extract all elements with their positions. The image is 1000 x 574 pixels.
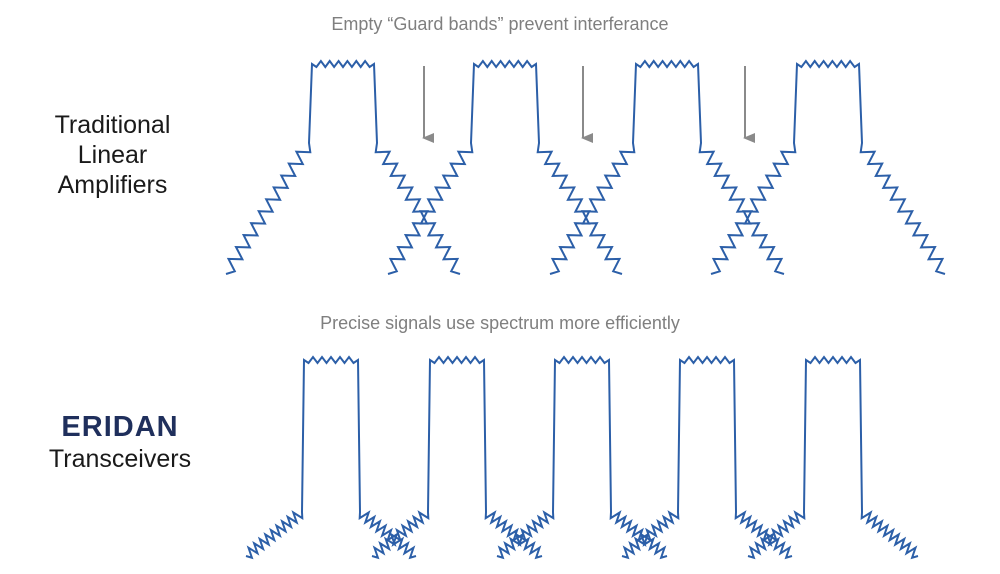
eridan-signals <box>245 355 919 560</box>
label-line-3: Amplifiers <box>57 171 168 199</box>
bottom-caption: Precise signals use spectrum more effici… <box>320 313 680 333</box>
eridan-logo: ERIDAN <box>30 410 210 444</box>
traditional-amplifiers-label: Traditional Linear Amplifiers <box>30 110 195 200</box>
transceivers-text: Transceivers <box>48 445 192 473</box>
eridan-logo-text: ERIDAN <box>61 411 179 443</box>
traditional-signals <box>225 59 946 275</box>
carrier-signal-4 <box>621 355 793 560</box>
carrier-signal-4 <box>710 59 946 275</box>
eridan-transceivers-label: ERIDAN Transceivers <box>30 410 210 474</box>
label-line-1: Traditional <box>54 111 171 139</box>
carrier-signal-3 <box>549 59 785 275</box>
carrier-signal-2 <box>371 355 543 560</box>
carrier-signal-3 <box>496 355 668 560</box>
top-caption: Empty “Guard bands” prevent interferance <box>331 14 669 34</box>
carrier-signal-5 <box>747 355 919 560</box>
guard-band-arrows <box>422 66 755 143</box>
label-line-2: Linear <box>77 141 148 169</box>
carrier-signal-1 <box>245 355 417 560</box>
